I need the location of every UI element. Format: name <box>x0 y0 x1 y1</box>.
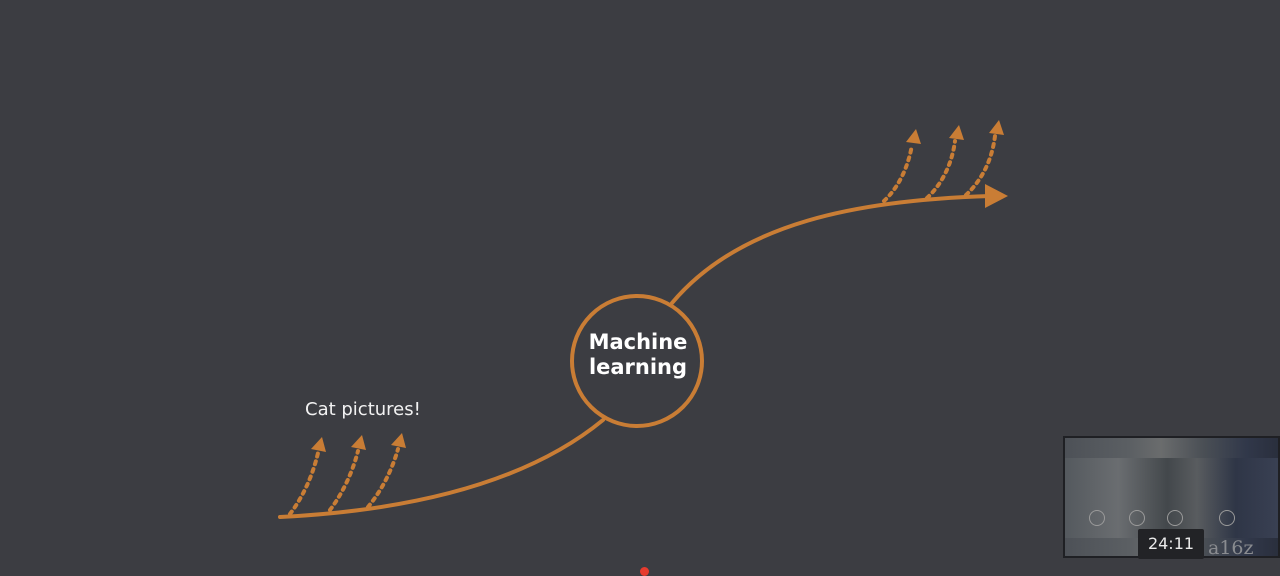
node-label-line2: learning <box>572 355 704 380</box>
timestamp-badge: 24:11 <box>1138 529 1204 559</box>
dotted-arrow <box>966 136 995 195</box>
dotted-arrow <box>927 141 955 198</box>
dotted-arrowhead <box>906 129 921 144</box>
dotted-arrowhead <box>391 433 406 448</box>
dotted-arrow <box>290 453 318 514</box>
node-label-line1: Machine <box>572 330 704 355</box>
main-arrowhead <box>985 184 1008 208</box>
cat-pictures-annotation: Cat pictures! <box>305 399 421 420</box>
node-label: Machine learning <box>572 330 704 380</box>
upper-curve <box>672 196 990 303</box>
progress-scrubber-icon[interactable] <box>640 567 649 576</box>
dotted-arrowhead <box>311 437 326 452</box>
dotted-arrow <box>330 451 358 510</box>
thumbnail-image <box>1065 458 1278 538</box>
dotted-arrow <box>368 449 398 507</box>
thumbnail-dot <box>1089 510 1105 526</box>
thumbnail-dot <box>1129 510 1145 526</box>
thumbnail-dot <box>1219 510 1235 526</box>
dotted-arrow <box>884 145 912 201</box>
a16z-watermark: a16z <box>1208 537 1254 559</box>
thumbnail-dot <box>1167 510 1183 526</box>
dotted-arrowhead <box>949 125 964 140</box>
dotted-arrowhead <box>989 120 1004 135</box>
lower-curve <box>280 420 603 517</box>
lower-dotted-arrows <box>290 433 406 514</box>
dotted-arrowhead <box>351 435 366 450</box>
